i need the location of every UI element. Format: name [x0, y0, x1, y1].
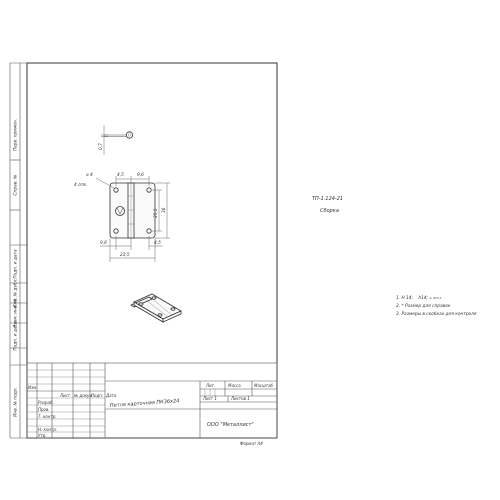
title-block [26, 362, 278, 439]
margin-label-sign-date-bottom: Подп. и дата [13, 321, 19, 351]
part-name: Петля карточная ПК36х24 [110, 398, 180, 409]
hinge-side-profile [101, 125, 134, 155]
sheet-frame [26, 62, 278, 439]
header-date: Дата [105, 393, 117, 398]
sheets-total: Листов 1 [230, 396, 250, 401]
role-tech-control: Т. контр. [38, 414, 57, 419]
technical-notes: 1. Н 14; h14; ± IT/h 2 2. * Размер для с… [396, 295, 477, 317]
note-3: 3. Размеры в скобках для контроля [396, 311, 477, 317]
role-approved: Утв. [38, 433, 46, 438]
margin-label-first-use: Перв. примен. [13, 119, 19, 151]
lit-header: Лит. [205, 383, 215, 388]
dim-top-left: 4,5 [117, 172, 124, 178]
note-2: 2. * Размер для справок [396, 303, 451, 309]
dim-bottom-left: 9,6 [100, 240, 107, 246]
header-change: Изм. [28, 385, 37, 390]
role-developer: Разраб. [38, 400, 54, 405]
document-code: ТП-1.124-21 [312, 196, 343, 202]
dim-hole-diameter: ⌀ 4 [86, 172, 93, 178]
margin-label-orig-inv: Инв. № подл. [13, 387, 19, 417]
dim-top-right: 9,6 [137, 172, 144, 178]
header-sign: Подп. [91, 393, 103, 398]
header-sheet: Лист [59, 393, 71, 398]
mass-header: Масса [228, 383, 241, 388]
dim-inner-height: 25,5 [153, 208, 159, 218]
role-checker: Пров. [38, 407, 50, 412]
sheet-number: Лист 1 [202, 396, 217, 401]
sheet-format: Формат А4 [240, 441, 263, 446]
dim-bottom-right: 4,5 [154, 240, 161, 246]
organization-name: ООО "Металлист" [207, 422, 254, 428]
dim-width: 23,5 [120, 252, 130, 258]
header-doc-number: № докум. [73, 393, 94, 398]
hinge-isometric-view [130, 293, 182, 323]
dim-thickness: 0,7 [98, 143, 104, 150]
dim-hole-count: 4 отв. [74, 182, 87, 188]
front-view-dimensions [95, 176, 170, 262]
margin-label-dup-inv: Инв. № дубл. [13, 278, 19, 307]
document-type: Сборка [320, 208, 339, 214]
scale-header: Масштаб [254, 383, 274, 388]
margin-label-sign-date-top: Подп. и дата [13, 249, 19, 279]
margin-label-replace-inv: Взам. инв. № [13, 298, 19, 328]
left-margin-strip: Перв. примен. Справ. № Подп. и дата Инв.… [9, 62, 27, 439]
hinge-front-view [109, 182, 156, 239]
margin-label-reference: Справ. № [13, 174, 19, 195]
dim-height: 36 [161, 207, 167, 213]
role-norm-control: Н. контр. [38, 427, 57, 432]
note-1: 1. Н 14; h14; ± IT/h 2 [396, 295, 441, 301]
